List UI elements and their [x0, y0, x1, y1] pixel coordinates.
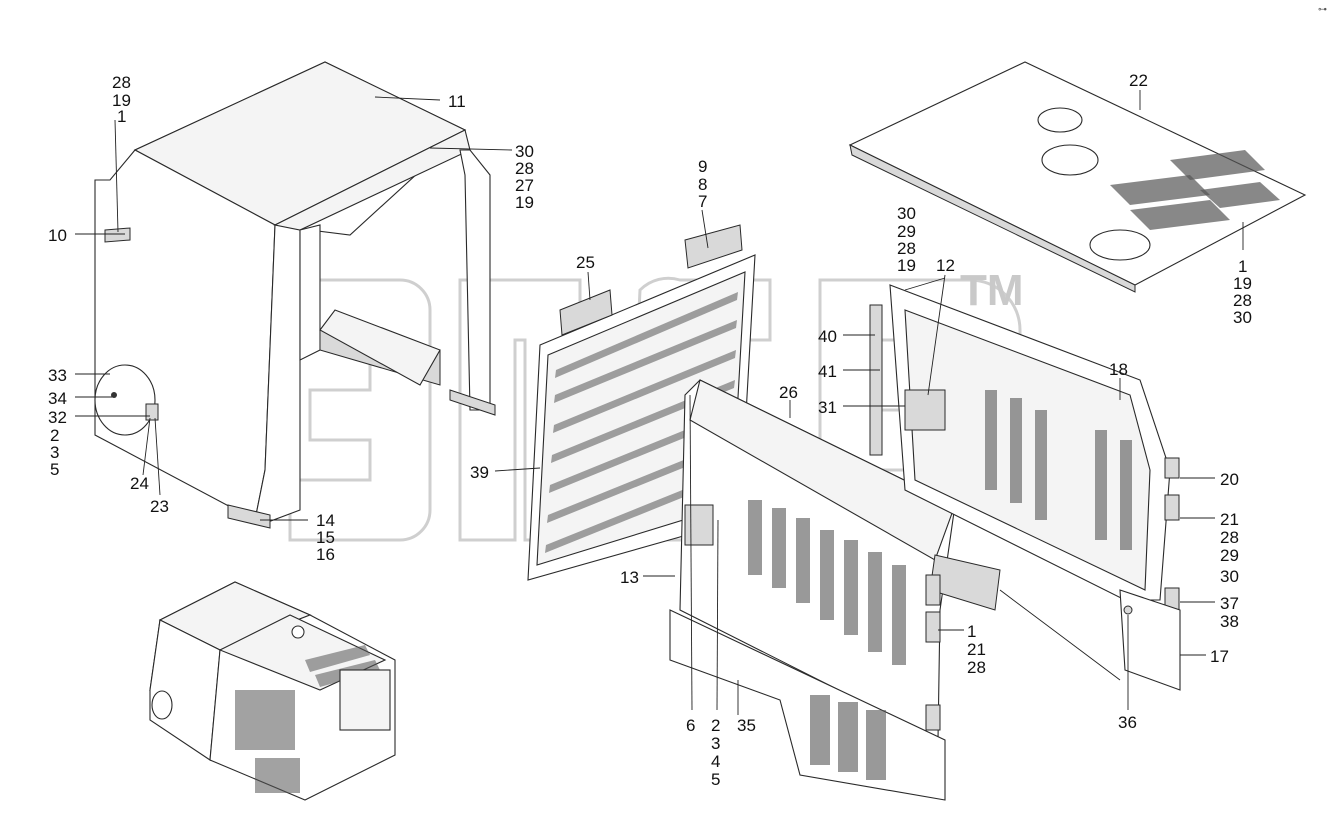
callout-18: 18	[1109, 360, 1128, 379]
callout-text: 29	[1220, 546, 1239, 565]
callout-25: 25	[576, 253, 595, 272]
callout-text: 21	[1220, 510, 1239, 529]
callout-1-21-28: 1 21 28	[967, 622, 991, 677]
callout-35: 35	[737, 716, 756, 735]
callout-text: 19	[1233, 274, 1252, 293]
callout-39: 39	[470, 463, 489, 482]
callout-41: 41	[818, 362, 837, 381]
callout-text: 19	[515, 193, 534, 212]
roof-panel	[848, 61, 1307, 293]
callout-9-8-7: 9 8 7	[698, 157, 712, 211]
callout-text: 16	[316, 545, 335, 564]
callout-30-29-28-19: 30 29 28 19	[897, 204, 921, 275]
callout-text: 5	[711, 770, 720, 789]
callout-2-3-4-5: 2 3 4 5	[711, 716, 725, 789]
callout-text: 19	[112, 91, 131, 110]
callout-text: 14	[316, 511, 335, 530]
callout-40: 40	[818, 327, 837, 346]
callout-32-2-3-5: 32 2 3 5	[48, 408, 72, 479]
callout-text: 19	[897, 256, 916, 275]
callout-text: 30	[1220, 567, 1239, 586]
callout-text: 28	[967, 658, 986, 677]
callout-text: 27	[515, 176, 534, 195]
callout-text: 29	[897, 222, 916, 241]
callout-28-19-1: 28 19 1	[112, 73, 136, 126]
callout-text: 30	[515, 142, 534, 161]
callout-text: 38	[1220, 612, 1239, 631]
callout-34: 34	[48, 389, 67, 408]
callout-text: 32	[48, 408, 67, 427]
callout-text: 3	[711, 734, 720, 753]
side-vents	[985, 390, 1132, 550]
callout-text: 15	[316, 528, 335, 547]
callout-10: 10	[48, 226, 67, 245]
callout-labels: 28 19 1 11 30 28 27 19 10 33 34 32 2 3 5…	[48, 71, 1257, 789]
callout-text: 4	[711, 752, 720, 771]
callout-24: 24	[130, 474, 149, 493]
callout-26: 26	[779, 383, 798, 402]
door-louvers	[748, 500, 906, 780]
callout-text: 3	[50, 443, 59, 462]
callout-text: 28	[515, 159, 534, 178]
watermark-tm: TM	[960, 266, 1024, 315]
callout-text: 21	[967, 640, 986, 659]
assembled-view	[149, 581, 396, 801]
callout-31: 31	[818, 398, 837, 417]
side-panel	[869, 284, 1181, 691]
roof-vents	[1110, 150, 1280, 230]
callout-text: 9	[698, 157, 707, 176]
corner-mark: ⊶	[1318, 4, 1327, 14]
callout-text: 8	[698, 175, 707, 194]
door-panel	[669, 379, 1001, 801]
callout-text: 7	[698, 192, 707, 211]
callout-23: 23	[150, 497, 169, 516]
callout-13: 13	[620, 568, 639, 587]
callout-text: 28	[897, 239, 916, 258]
callout-text: 2	[50, 426, 59, 445]
callout-20: 20	[1220, 470, 1239, 489]
leader-lines	[75, 90, 1244, 715]
housing-frame	[94, 61, 496, 529]
callout-30-28-27-19: 30 28 27 19	[515, 142, 539, 212]
callout-text: 37	[1220, 594, 1239, 613]
callout-text: 1	[117, 107, 126, 126]
callout-text: 5	[50, 460, 59, 479]
callout-12: 12	[936, 256, 955, 275]
callout-text: 30	[897, 204, 916, 223]
assembled-vents	[235, 645, 380, 793]
callout-33: 33	[48, 366, 67, 385]
callout-21-28-29-30: 21 28 29 30	[1220, 510, 1244, 586]
callout-text: 2	[711, 716, 720, 735]
callout-text: 28	[1233, 291, 1252, 310]
door-hinges	[925, 574, 941, 731]
callout-17: 17	[1210, 647, 1229, 666]
callout-11: 11	[448, 92, 466, 111]
callout-text: 28	[1220, 528, 1239, 547]
callout-6: 6	[686, 716, 695, 735]
callout-14-15-16: 14 15 16	[316, 511, 340, 564]
callout-22: 22	[1129, 71, 1148, 90]
callout-text: 1	[967, 622, 976, 641]
callout-36: 36	[1118, 713, 1137, 732]
callout-text: 1	[1238, 257, 1247, 276]
callout-text: 30	[1233, 308, 1252, 327]
callout-37-38: 37 38	[1220, 594, 1244, 631]
callout-text: 28	[112, 73, 131, 92]
callout-1-19-28-30: 1 19 28 30	[1233, 257, 1257, 327]
